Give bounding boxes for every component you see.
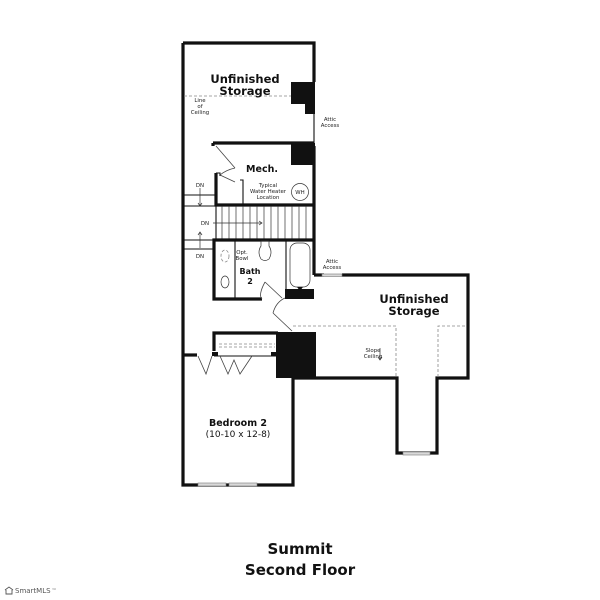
bedroom-name: Bedroom 2 <box>209 418 267 429</box>
stairs-dn-top: DN <box>196 183 204 189</box>
water-heater-line-2: Water Heater <box>250 189 287 195</box>
bath-room <box>212 238 314 301</box>
storage-top-label-2: Storage <box>219 84 270 98</box>
optional-bowl-sink <box>220 249 230 263</box>
bedroom-closet <box>183 331 278 376</box>
bath-label-2: 2 <box>247 277 253 286</box>
bedroom-window-right <box>228 482 258 487</box>
water-heater-symbol <box>291 183 309 201</box>
attic-access-top-2: Access <box>321 123 340 129</box>
ceiling-lines-right <box>293 325 467 377</box>
opt-bowl-1: Opt. <box>236 250 248 256</box>
mech-label: Mech. <box>246 164 278 175</box>
bath-label-1: Bath <box>239 267 260 276</box>
opt-bowl-2: Bowl <box>236 256 249 262</box>
water-heater-line-3: Location <box>257 195 280 201</box>
stairs <box>183 188 307 250</box>
storage-right-label-1: Unfinished <box>379 292 448 306</box>
chase-bath <box>285 289 314 299</box>
plan-model-name: Summit <box>267 540 333 558</box>
plan-floor-name: Second Floor <box>244 561 356 579</box>
storage-top-label-1: Unfinished <box>210 72 279 86</box>
bedroom-window-left <box>197 482 227 487</box>
line-of-ceiling-1: Line <box>194 98 206 104</box>
slope-ceiling-1: Slope <box>366 348 382 354</box>
attic-access-opening-right <box>321 273 343 277</box>
slope-ceiling-2: Ceiling <box>364 354 382 360</box>
chase-bedroom <box>276 332 316 378</box>
attic-access-right-1: Attic <box>326 259 338 265</box>
bedroom-dimensions: (10-10 x 12-8) <box>206 430 271 440</box>
attic-access-right-2: Access <box>323 265 342 271</box>
chase-storage <box>291 82 315 104</box>
sink <box>220 275 230 289</box>
watermark-text: SmartMLS <box>15 586 51 595</box>
bathtub <box>289 242 311 288</box>
storage-window <box>402 451 431 456</box>
water-heater-line-1: Typical <box>258 183 277 189</box>
solid-chases <box>276 82 316 378</box>
line-of-ceiling-3: Ceiling <box>191 110 209 116</box>
attic-access-top-1: Attic <box>324 117 336 123</box>
watermark-tm: ™ <box>51 587 57 594</box>
stairs-dn-mid: DN <box>201 221 209 227</box>
storage-door <box>272 312 293 332</box>
stairs-dn-bottom: DN <box>196 254 204 260</box>
storage-right-label-2: Storage <box>388 304 439 318</box>
house-icon <box>4 586 14 595</box>
chase-mech <box>291 143 315 165</box>
water-heater-symbol-label: WH <box>295 190 304 196</box>
toilet <box>258 240 272 261</box>
line-of-ceiling-2: of <box>197 104 202 110</box>
